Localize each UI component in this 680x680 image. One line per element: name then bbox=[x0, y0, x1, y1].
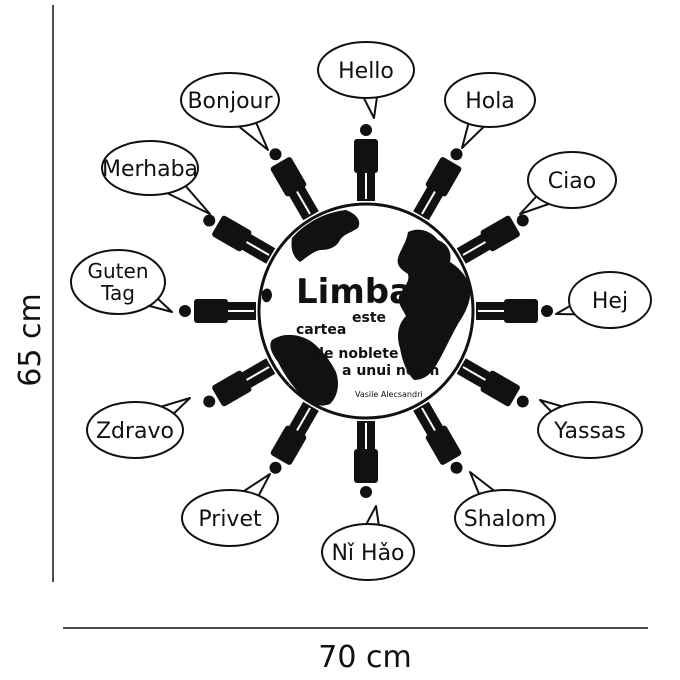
greeting-text: Ciao bbox=[548, 169, 596, 194]
quote-line-este: este bbox=[352, 310, 386, 326]
speech-bubble-hello: Hello bbox=[317, 41, 415, 119]
speech-bubble-fill bbox=[88, 403, 182, 457]
speech-bubble-fill bbox=[446, 74, 534, 126]
person-head bbox=[360, 124, 372, 136]
greeting-text: Hej bbox=[592, 289, 628, 314]
person-body bbox=[354, 449, 378, 483]
speech-bubble-yassas: Yassas bbox=[537, 399, 643, 459]
person-leg-gap bbox=[462, 366, 487, 381]
person-figure bbox=[269, 148, 319, 221]
speech-bubble-fill bbox=[182, 74, 278, 126]
person-figure bbox=[413, 148, 463, 221]
continent-north-america-shape bbox=[291, 210, 360, 262]
speech-bubble-fill bbox=[183, 491, 277, 545]
person-figure bbox=[269, 401, 319, 474]
person-figure bbox=[179, 299, 256, 323]
speech-bubble-privet: Privet bbox=[181, 473, 279, 547]
greeting-text-line: Tag bbox=[100, 281, 135, 305]
greeting-text: Nǐ Hǎo bbox=[331, 541, 404, 566]
speech-bubble-fill bbox=[103, 142, 197, 194]
greeting-text: Shalom bbox=[464, 507, 546, 532]
person-leg-gap bbox=[462, 241, 487, 256]
person-figure bbox=[203, 358, 276, 408]
person-leg-gap bbox=[245, 241, 270, 256]
person-leg-gap bbox=[421, 190, 436, 215]
person-head bbox=[203, 395, 216, 408]
speech-bubble-fill bbox=[570, 273, 650, 327]
speech-bubble-fill bbox=[72, 251, 164, 313]
person-figure bbox=[456, 358, 529, 408]
person-body bbox=[270, 425, 307, 465]
speech-bubble-fill bbox=[529, 153, 615, 207]
globe: Limba este cartea de noblete a unui neam… bbox=[257, 202, 475, 420]
quote-line-de-noblete: de noblete bbox=[314, 346, 398, 362]
continent-south-america-shape bbox=[270, 334, 338, 406]
person-body bbox=[212, 370, 252, 407]
person-figure bbox=[203, 214, 276, 264]
person-figure bbox=[456, 214, 529, 264]
speech-bubble-fill bbox=[539, 403, 641, 457]
speech-bubble-fill bbox=[319, 43, 413, 97]
person-body bbox=[354, 139, 378, 173]
person-body bbox=[212, 215, 252, 252]
speech-bubble-ciao: Ciao bbox=[519, 151, 617, 215]
person-head bbox=[269, 148, 282, 161]
people-ring bbox=[179, 124, 553, 498]
continent-europe-africa-shape bbox=[397, 229, 471, 380]
person-leg-gap bbox=[245, 366, 270, 381]
person-body bbox=[504, 299, 538, 323]
speech-bubble-hej: Hej bbox=[555, 271, 652, 329]
speech-bubble-shalom: Shalom bbox=[454, 471, 556, 547]
quote-title: Limba bbox=[296, 272, 412, 312]
quote-author: Vasile Alecsandri bbox=[355, 390, 423, 399]
person-figure bbox=[354, 124, 378, 201]
person-leg-gap bbox=[421, 407, 436, 432]
person-head bbox=[516, 214, 529, 227]
person-head bbox=[269, 461, 282, 474]
quote-line-cartea: cartea bbox=[296, 322, 346, 338]
quote-line-a-unui-neam: a unui neam bbox=[342, 363, 439, 379]
person-head bbox=[360, 486, 372, 498]
person-figure bbox=[413, 401, 463, 474]
person-body bbox=[480, 370, 520, 407]
speech-bubble-merhaba: Merhaba bbox=[101, 140, 211, 215]
speech-bubble-fill bbox=[323, 525, 413, 579]
person-figure bbox=[354, 421, 378, 498]
greeting-text: Hola bbox=[465, 89, 515, 114]
greeting-text: Zdravo bbox=[96, 419, 174, 444]
speech-bubble-fill bbox=[456, 491, 554, 545]
person-head bbox=[179, 305, 191, 317]
greeting-text: Merhaba bbox=[102, 157, 198, 182]
person-head bbox=[203, 214, 216, 227]
person-body bbox=[480, 215, 520, 252]
person-body bbox=[425, 425, 462, 465]
island-shape bbox=[262, 288, 272, 303]
greeting-text: Bonjour bbox=[187, 89, 273, 114]
person-head bbox=[516, 395, 529, 408]
greeting-text: Yassas bbox=[553, 419, 626, 444]
island-shape bbox=[346, 223, 355, 233]
greeting-text-line: Guten bbox=[88, 259, 149, 283]
speech-bubble-zdravo: Zdravo bbox=[86, 397, 191, 459]
greeting-text: Hello bbox=[338, 59, 394, 84]
speech-bubble-bonjour: Bonjour bbox=[180, 72, 280, 151]
greeting-text: Privet bbox=[198, 507, 262, 532]
height-dimension-label: 65 cm bbox=[13, 293, 48, 386]
person-leg-gap bbox=[296, 190, 311, 215]
person-head bbox=[450, 461, 463, 474]
person-figure bbox=[476, 299, 553, 323]
person-body bbox=[194, 299, 228, 323]
person-body bbox=[425, 157, 462, 197]
speech-bubble-hola: Hola bbox=[444, 72, 536, 149]
person-head bbox=[541, 305, 553, 317]
width-dimension-label: 70 cm bbox=[318, 640, 411, 675]
person-body bbox=[270, 157, 307, 197]
person-head bbox=[450, 148, 463, 161]
speech-bubble-nihao: Nǐ Hǎo bbox=[321, 505, 415, 581]
person-leg-gap bbox=[296, 407, 311, 432]
